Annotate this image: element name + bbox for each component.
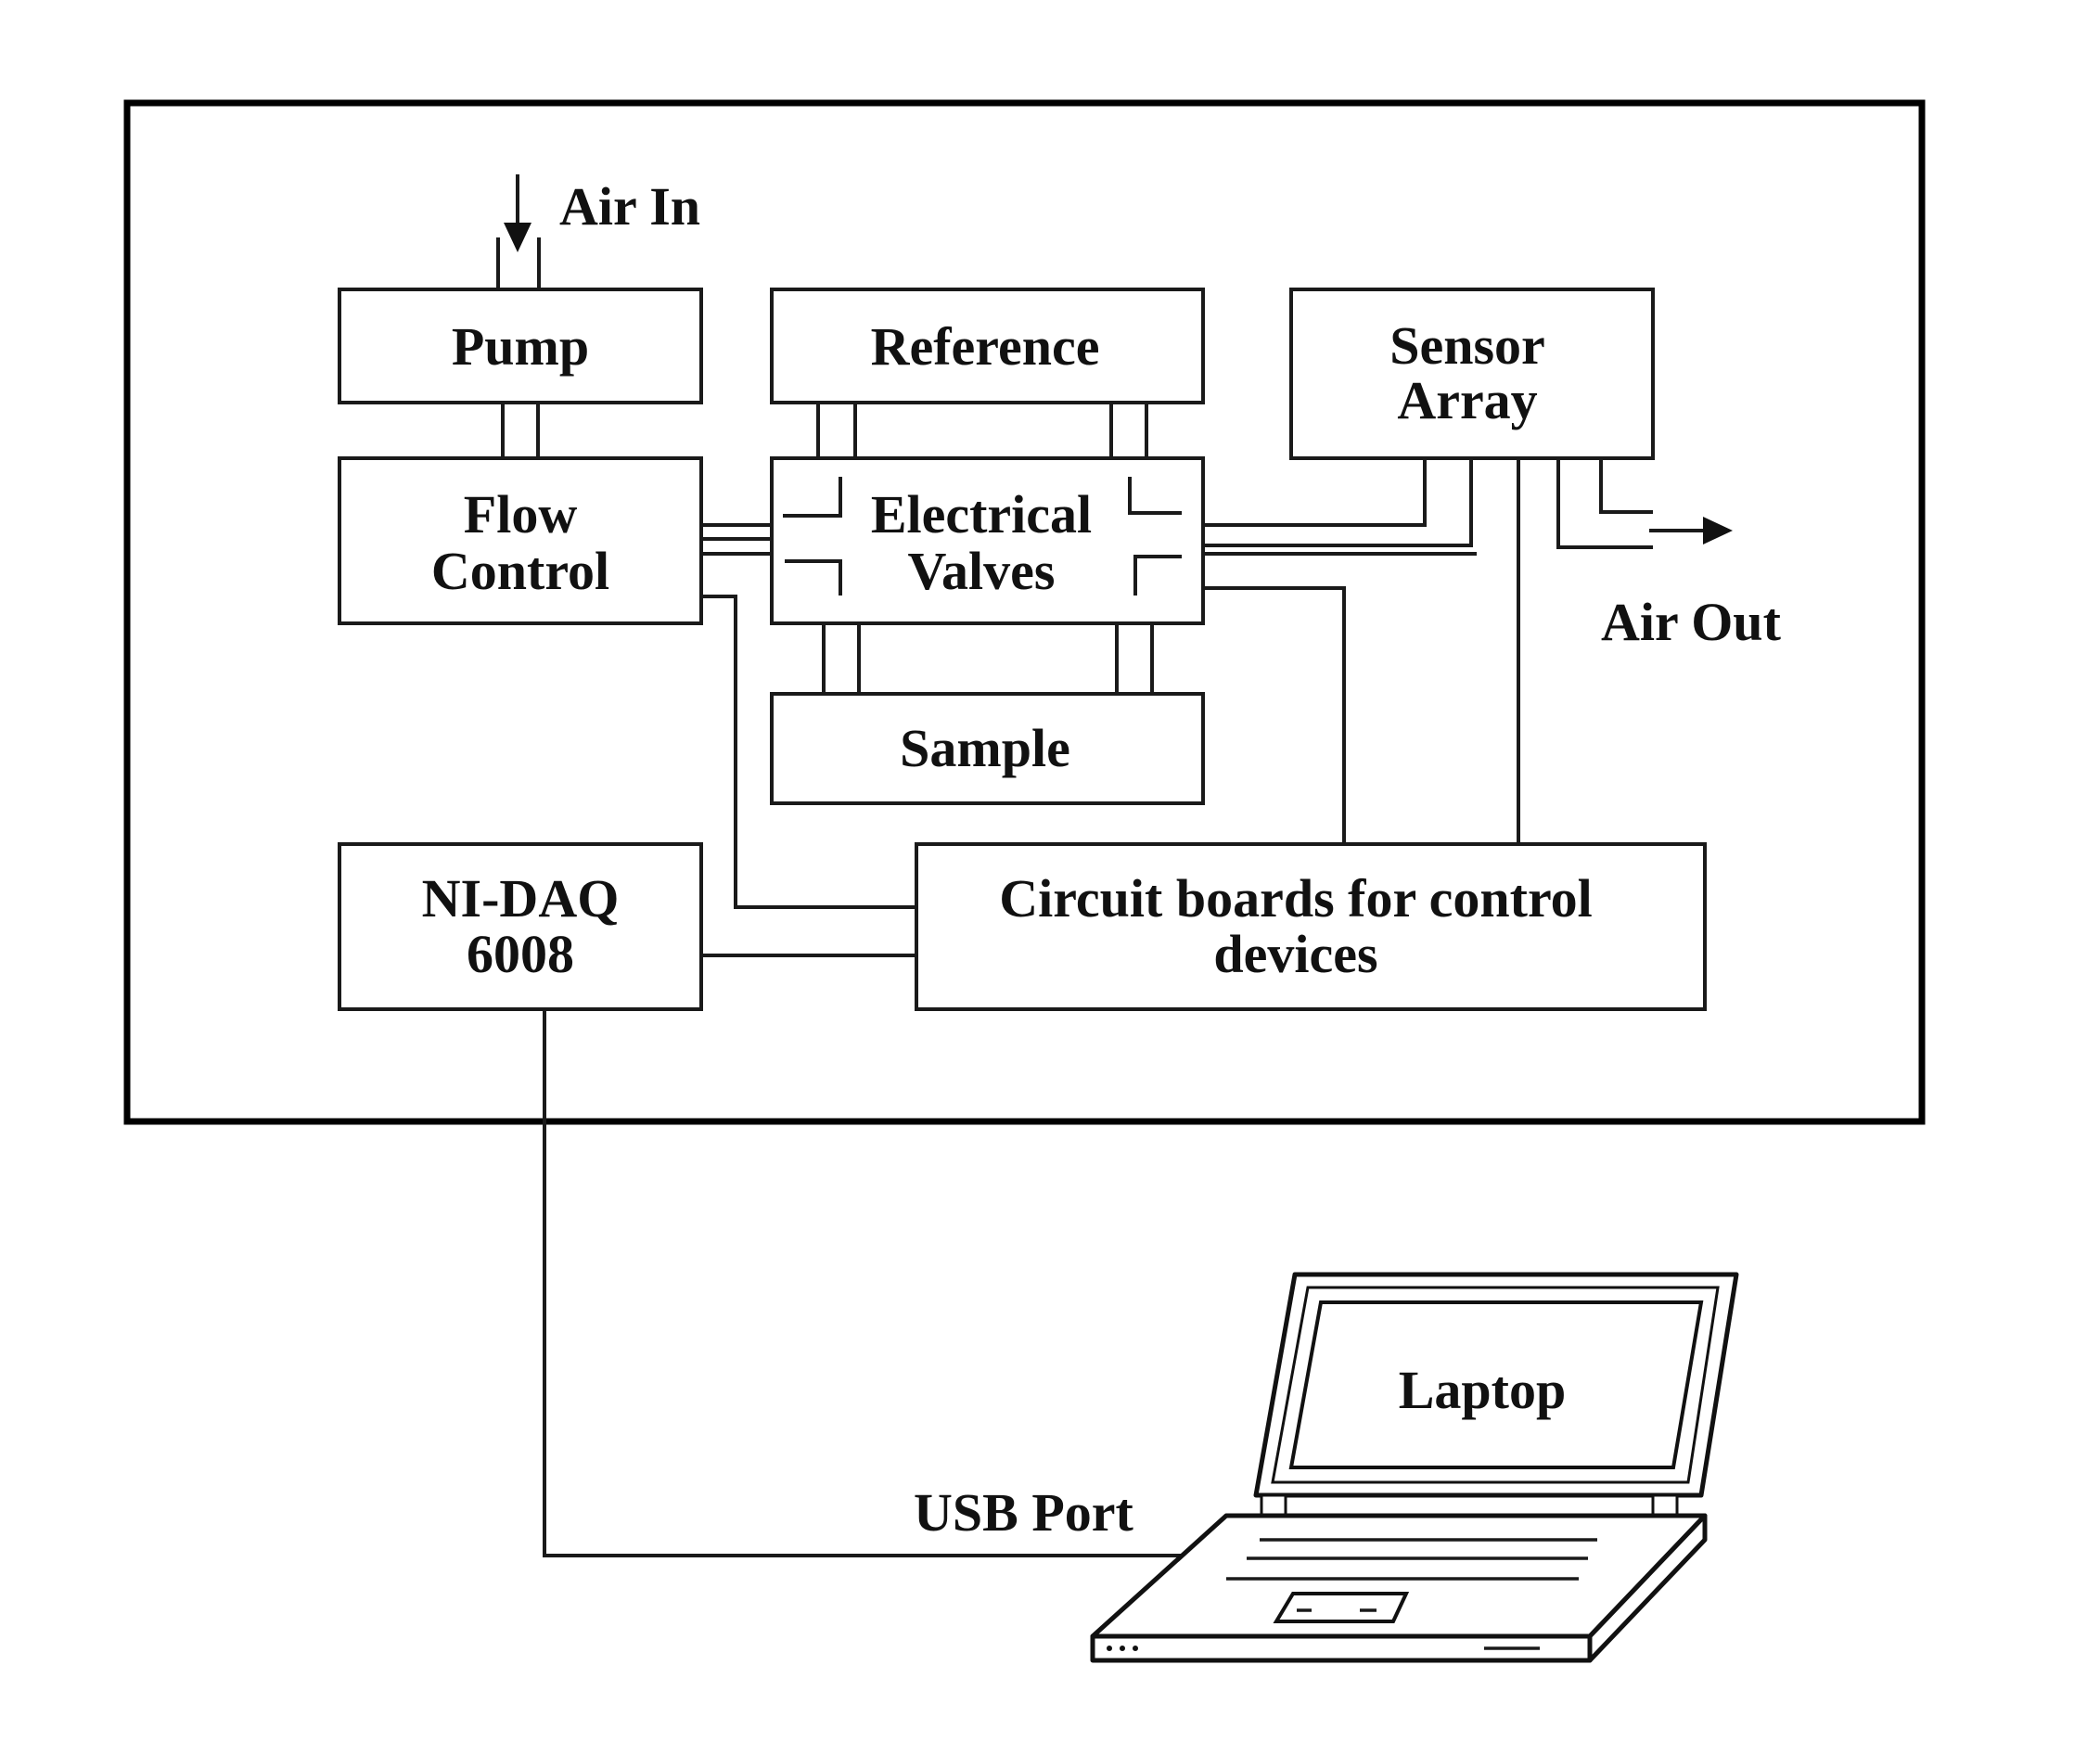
- valves-sensor-pipe: [1201, 456, 1477, 556]
- sample-box: [770, 692, 1205, 805]
- circuit-boards-box: [915, 842, 1707, 1011]
- flow-control-label-line1: Flow: [464, 484, 578, 544]
- electrical-valves-label-line1: Electrical: [871, 484, 1092, 544]
- sensor-array-box: [1289, 288, 1655, 460]
- sample-label: Sample: [900, 718, 1070, 778]
- flow-control-label-line2: Control: [431, 541, 609, 601]
- laptop-icon: [1090, 1272, 1739, 1663]
- valve-corner-marks: [783, 477, 1182, 596]
- nidaq-box: [338, 842, 703, 1011]
- circuit-boards-label-line1: Circuit boards for control: [999, 868, 1593, 929]
- usb-cable: [543, 1007, 1182, 1557]
- air-in-arrow-icon: [496, 174, 541, 291]
- sensor-array-label-line1: Sensor: [1389, 315, 1545, 376]
- reference-valves-pipe: [816, 401, 1148, 460]
- electrical-valves-label-line2: Valves: [908, 541, 1056, 601]
- circuit-boards-label-line2: devices: [1213, 924, 1377, 984]
- valves-sample-pipe: [822, 621, 1154, 696]
- air-out-pipe: [1556, 456, 1733, 549]
- flow-control-box: [338, 456, 703, 625]
- signal-wires: [699, 456, 1520, 957]
- pump-box: [338, 288, 703, 404]
- air-in-label: Air In: [559, 176, 700, 237]
- pump-flow-pipe: [501, 401, 540, 460]
- reference-box: [770, 288, 1205, 404]
- nidaq-label-line2: 6008: [467, 924, 574, 984]
- reference-label: Reference: [871, 316, 1100, 377]
- laptop-label: Laptop: [1399, 1360, 1567, 1420]
- sensor-array-label-line2: Array: [1397, 370, 1537, 430]
- flow-valves-pipe: [699, 523, 774, 556]
- nidaq-label-line1: NI-DAQ: [422, 868, 620, 929]
- usb-port-label: USB Port: [914, 1482, 1134, 1543]
- air-out-label: Air Out: [1601, 592, 1782, 652]
- enclosure-frame: [123, 99, 1926, 1125]
- pump-label: Pump: [452, 316, 589, 377]
